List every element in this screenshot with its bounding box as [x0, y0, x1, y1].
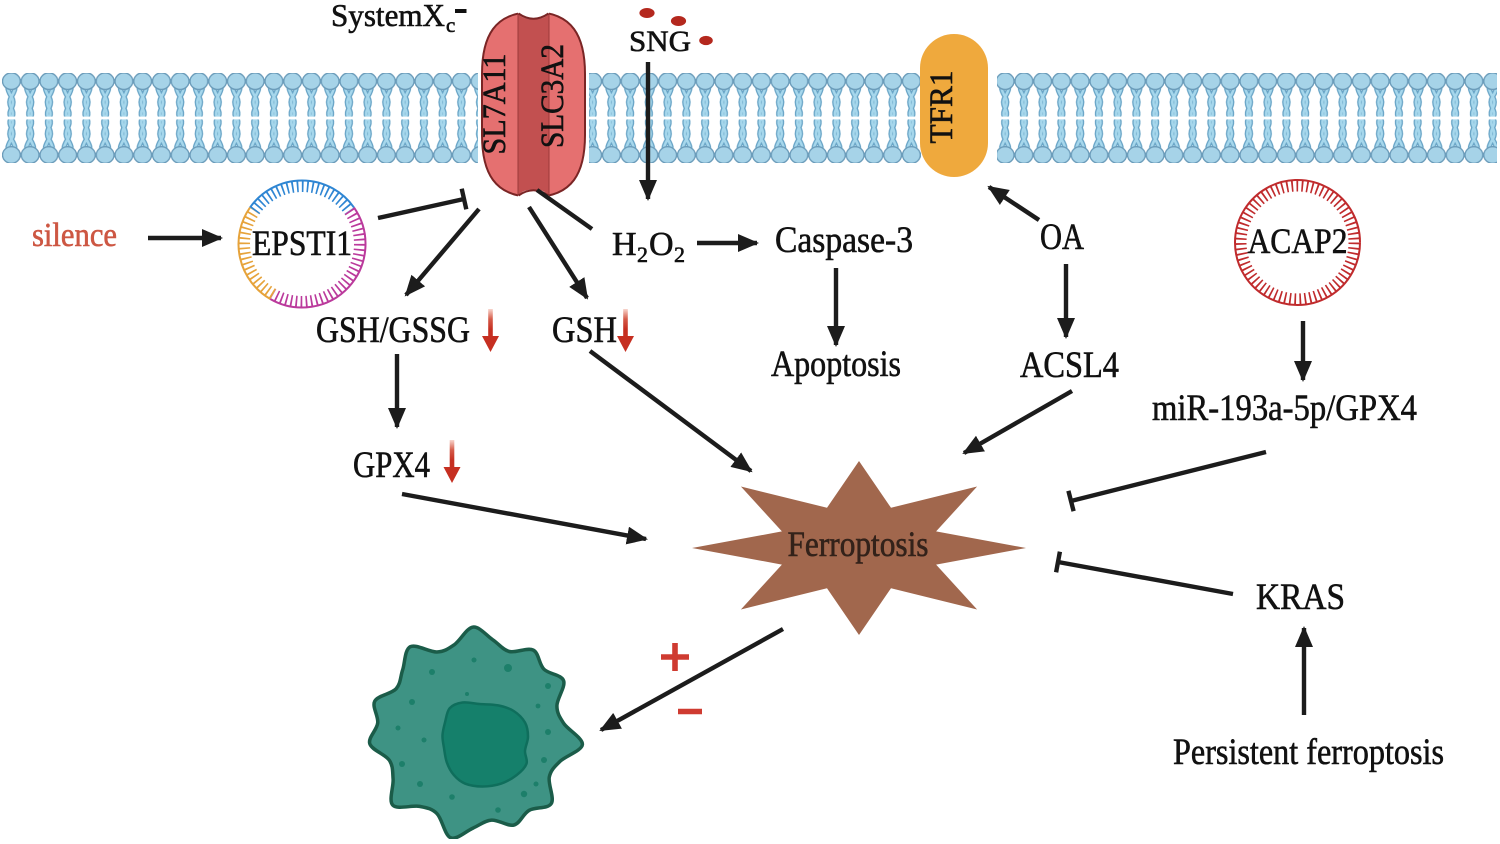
svg-text:O: O	[649, 226, 674, 263]
svg-text:EPSTI1: EPSTI1	[252, 223, 352, 263]
svg-text:Caspase-3: Caspase-3	[775, 220, 913, 261]
svg-text:silence: silence	[32, 217, 117, 254]
svg-text:H: H	[612, 226, 637, 263]
svg-text:TFR1: TFR1	[924, 71, 960, 144]
svg-text:2: 2	[637, 242, 648, 267]
svg-text:SNG: SNG	[629, 25, 691, 58]
svg-text:SLC3A2: SLC3A2	[535, 44, 571, 148]
svg-text:2: 2	[674, 242, 685, 267]
svg-text:GSH/GSSG: GSH/GSSG	[316, 310, 470, 351]
svg-text:SystemX: SystemX	[331, 0, 445, 33]
svg-text:miR-193a-5p/GPX4: miR-193a-5p/GPX4	[1152, 388, 1417, 429]
svg-text:ACAP2: ACAP2	[1248, 221, 1348, 261]
svg-text:Ferroptosis: Ferroptosis	[788, 524, 929, 564]
svg-text:SL7A11: SL7A11	[477, 54, 513, 155]
svg-text:c: c	[446, 13, 455, 37]
svg-text:KRAS: KRAS	[1256, 577, 1345, 618]
svg-text:Apoptosis: Apoptosis	[771, 344, 901, 385]
svg-text:ACSL4: ACSL4	[1020, 345, 1119, 386]
svg-text:GPX4: GPX4	[353, 445, 430, 486]
svg-text:Persistent ferroptosis: Persistent ferroptosis	[1173, 732, 1444, 773]
svg-text:GSH: GSH	[552, 310, 617, 351]
svg-text:OA: OA	[1040, 217, 1084, 258]
